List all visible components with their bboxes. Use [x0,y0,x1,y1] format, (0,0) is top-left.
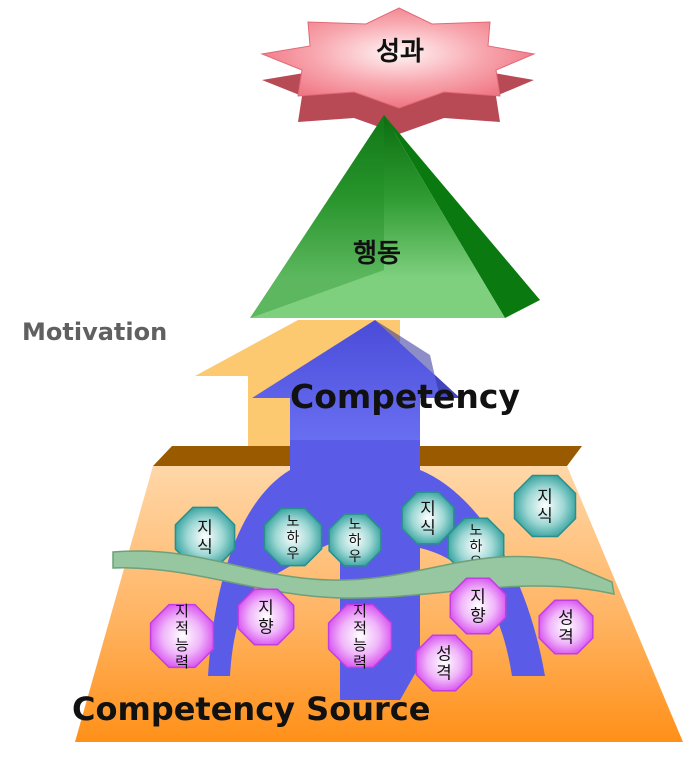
trait-octagon-text: 지 [175,602,189,620]
knowledge-octagon-text: 하 [349,533,362,549]
knowledge-octagon-text: 식 [420,519,436,539]
trait-octagon-text: 향 [470,607,486,627]
trait-octagon-text: 격 [436,664,452,684]
trait-octagon: 성격 [415,634,473,692]
trait-octagon-shape [237,588,295,646]
knowledge-octagon: 지식 [401,491,455,545]
knowledge-octagon-text: 지 [537,488,553,508]
top-label: 성과 [376,37,424,67]
knowledge-octagon: 노하우 [328,513,382,567]
knowledge-octagon-text: 노 [470,523,483,539]
competency-arrow-roots [208,440,545,700]
competency-arrow-head [252,320,460,446]
knowledge-octagon-text: 하 [470,539,483,555]
motivation-label: Motivation [22,318,167,346]
knowledge-octagon: 지식 [513,474,577,538]
knowledge-octagon-text: 하 [287,530,300,546]
knowledge-octagon-text: 노 [349,517,362,533]
octagon-layer: 지식노하우노하우지식노하우지식 [174,474,577,575]
knowledge-octagon-shape [328,513,382,567]
knowledge-octagon-text: 우 [287,546,300,562]
trait-octagon-text: 적 [353,619,367,637]
trait-octagon-text: 격 [558,628,574,648]
trait-octagon-shape [415,634,473,692]
top-star [260,7,536,134]
trait-octagon-text: 능 [175,636,189,654]
trait-octagon-text: 지 [258,599,274,619]
knowledge-octagon-text: 지 [420,500,436,520]
trait-octagon-shape [538,599,594,655]
competency-source-label: Competency Source [72,690,430,728]
trait-octagon-text: 성 [436,645,452,665]
knowledge-octagon-text: 노 [287,514,300,530]
trait-octagon-text: 지 [353,602,367,620]
trait-octagon-shape [449,577,507,635]
knowledge-octagon-text: 우 [349,549,362,565]
trait-octagon-text: 지 [470,588,486,608]
trait-octagon: 지향 [237,588,295,646]
trait-octagon-shape [149,603,215,669]
trait-octagon-text: 향 [258,618,274,638]
behavior-triangle [250,115,540,318]
knowledge-octagon-text: 지 [197,519,213,539]
knowledge-octagon-shape [401,491,455,545]
competency-arrow [208,320,545,700]
trait-octagon-text: 능 [353,636,367,654]
knowledge-octagon-text: 식 [537,507,553,527]
triangle-front [250,115,505,318]
trait-octagon: 지향 [449,577,507,635]
trait-octagon-text: 력 [353,653,367,671]
triangle-side [384,115,540,318]
competency-label: Competency [290,377,520,416]
star-face [260,7,536,109]
trait-octagon-text: 적 [175,619,189,637]
knowledge-octagon-shape [513,474,577,538]
trait-octagon-text: 성 [558,609,574,629]
trait-octagon: 성격 [538,599,594,655]
knowledge-octagon-text: 식 [197,538,213,558]
knowledge-octagon: 노하우 [263,507,323,567]
triangle-label: 행동 [353,239,401,269]
trait-octagon-shape [327,603,393,669]
trait-octagon-text: 력 [175,653,189,671]
knowledge-octagon-shape [263,507,323,567]
